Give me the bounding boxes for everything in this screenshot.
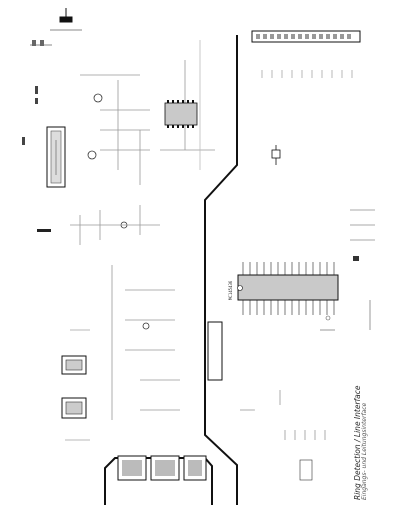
ic-part-label: MC145436 <box>228 280 233 300</box>
sheet-subtitle: Eingangs- und Leitungsinterface <box>361 402 368 500</box>
top-connector <box>251 30 361 78</box>
top-left-component <box>30 8 82 46</box>
lower-right-area <box>240 390 326 481</box>
lower-left-circuit <box>111 265 180 420</box>
dip-ic-upper <box>164 100 198 128</box>
right-side-components <box>320 209 375 331</box>
left-middle-circuit <box>37 205 160 245</box>
main-ic <box>237 262 339 315</box>
lower-left-relays <box>61 329 90 441</box>
left-connector <box>46 126 66 188</box>
mid-right-component <box>271 145 281 165</box>
bottom-modules <box>117 455 207 481</box>
vertical-connector <box>207 321 223 381</box>
sheet-divider-line <box>204 35 238 505</box>
